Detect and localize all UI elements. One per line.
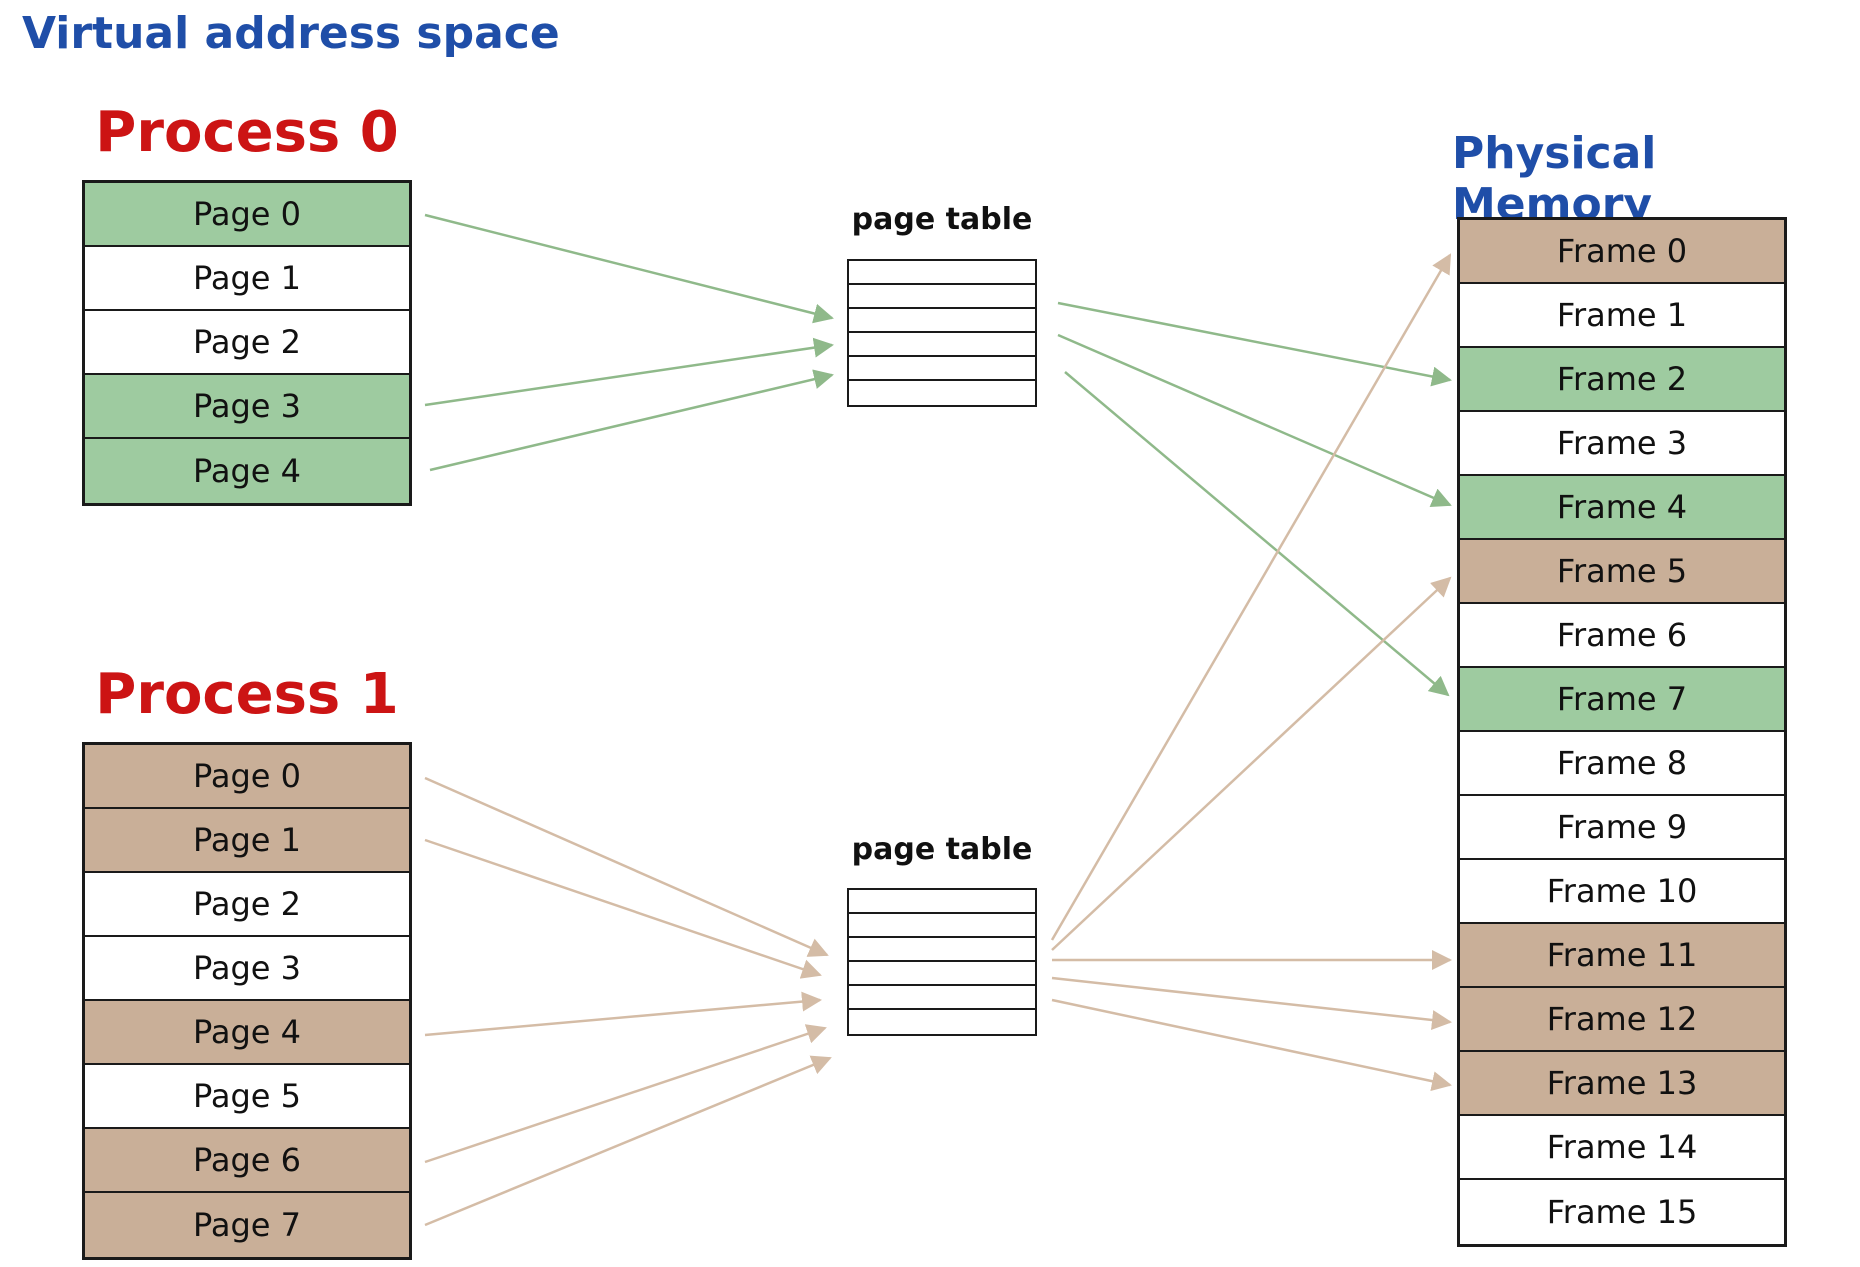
process-1-page-3: Page 3 — [85, 937, 409, 1001]
frame-5: Frame 5 — [1460, 540, 1784, 604]
process-0-page-0: Page 0 — [85, 183, 409, 247]
pt0-frame4-arrow — [1057, 333, 1452, 508]
pt1-frame12-arrow — [1051, 976, 1452, 1030]
process-1-page-0: Page 0 — [85, 745, 409, 809]
frame-10: Frame 10 — [1460, 860, 1784, 924]
p0-page3-arrow — [424, 337, 834, 407]
pt1-frame5-arrow — [1051, 576, 1452, 951]
process-1-page-4: Page 4 — [85, 1001, 409, 1065]
virtual-address-space-title: Virtual address space — [22, 8, 560, 59]
frame-13: Frame 13 — [1460, 1052, 1784, 1116]
frame-8: Frame 8 — [1460, 732, 1784, 796]
pt0-frame2-arrow — [1057, 301, 1452, 387]
process-1-title: Process 1 — [95, 662, 399, 727]
page-table-1-entry — [849, 890, 1035, 914]
p0-page0-arrow — [424, 213, 834, 324]
frame-4: Frame 4 — [1460, 476, 1784, 540]
process-0-title: Process 0 — [95, 100, 399, 165]
page-table-1-entry — [849, 914, 1035, 938]
p1-page6-arrow — [424, 1024, 827, 1164]
frame-15: Frame 15 — [1460, 1180, 1784, 1244]
process-1-page-2: Page 2 — [85, 873, 409, 937]
frame-11: Frame 11 — [1460, 924, 1784, 988]
p0-page4-arrow — [429, 369, 834, 472]
page-table-1 — [847, 888, 1037, 1036]
page-table-1-entry — [849, 938, 1035, 962]
page-table-0-entry — [849, 381, 1035, 405]
process-1-page-7: Page 7 — [85, 1193, 409, 1257]
frame-0: Frame 0 — [1460, 220, 1784, 284]
p1-page1-arrow — [424, 838, 822, 979]
p1-page0-arrow — [424, 776, 829, 957]
frame-1: Frame 1 — [1460, 284, 1784, 348]
page-table-0 — [847, 259, 1037, 407]
process-0-page-4: Page 4 — [85, 439, 409, 503]
process-1-page-1: Page 1 — [85, 809, 409, 873]
frame-9: Frame 9 — [1460, 796, 1784, 860]
process-1-page-6: Page 6 — [85, 1129, 409, 1193]
page-table-1-entry — [849, 962, 1035, 986]
frame-7: Frame 7 — [1460, 668, 1784, 732]
pt1-frame13-arrow — [1051, 998, 1452, 1092]
frame-2: Frame 2 — [1460, 348, 1784, 412]
page-table-1-label: page table — [851, 832, 1033, 867]
page-table-0-entry — [849, 285, 1035, 309]
page-table-0-entry — [849, 333, 1035, 357]
page-table-0-label: page table — [851, 202, 1033, 237]
pt1-frame0-arrow — [1050, 253, 1452, 941]
process-0-page-2: Page 2 — [85, 311, 409, 375]
frame-6: Frame 6 — [1460, 604, 1784, 668]
page-table-1-entry — [849, 1010, 1035, 1034]
frame-14: Frame 14 — [1460, 1116, 1784, 1180]
p1-page4-arrow — [424, 991, 822, 1037]
frame-12: Frame 12 — [1460, 988, 1784, 1052]
page-table-0-entry — [849, 261, 1035, 285]
p1-page7-arrow — [424, 1055, 832, 1227]
process-0-page-3: Page 3 — [85, 375, 409, 439]
page-table-0-entry — [849, 357, 1035, 381]
page-table-0-entry — [849, 309, 1035, 333]
frame-3: Frame 3 — [1460, 412, 1784, 476]
page-table-1-entry — [849, 986, 1035, 1010]
process-0-page-1: Page 1 — [85, 247, 409, 311]
physical-memory-title: Physical Memory — [1452, 128, 1657, 230]
process-1-page-5: Page 5 — [85, 1065, 409, 1129]
